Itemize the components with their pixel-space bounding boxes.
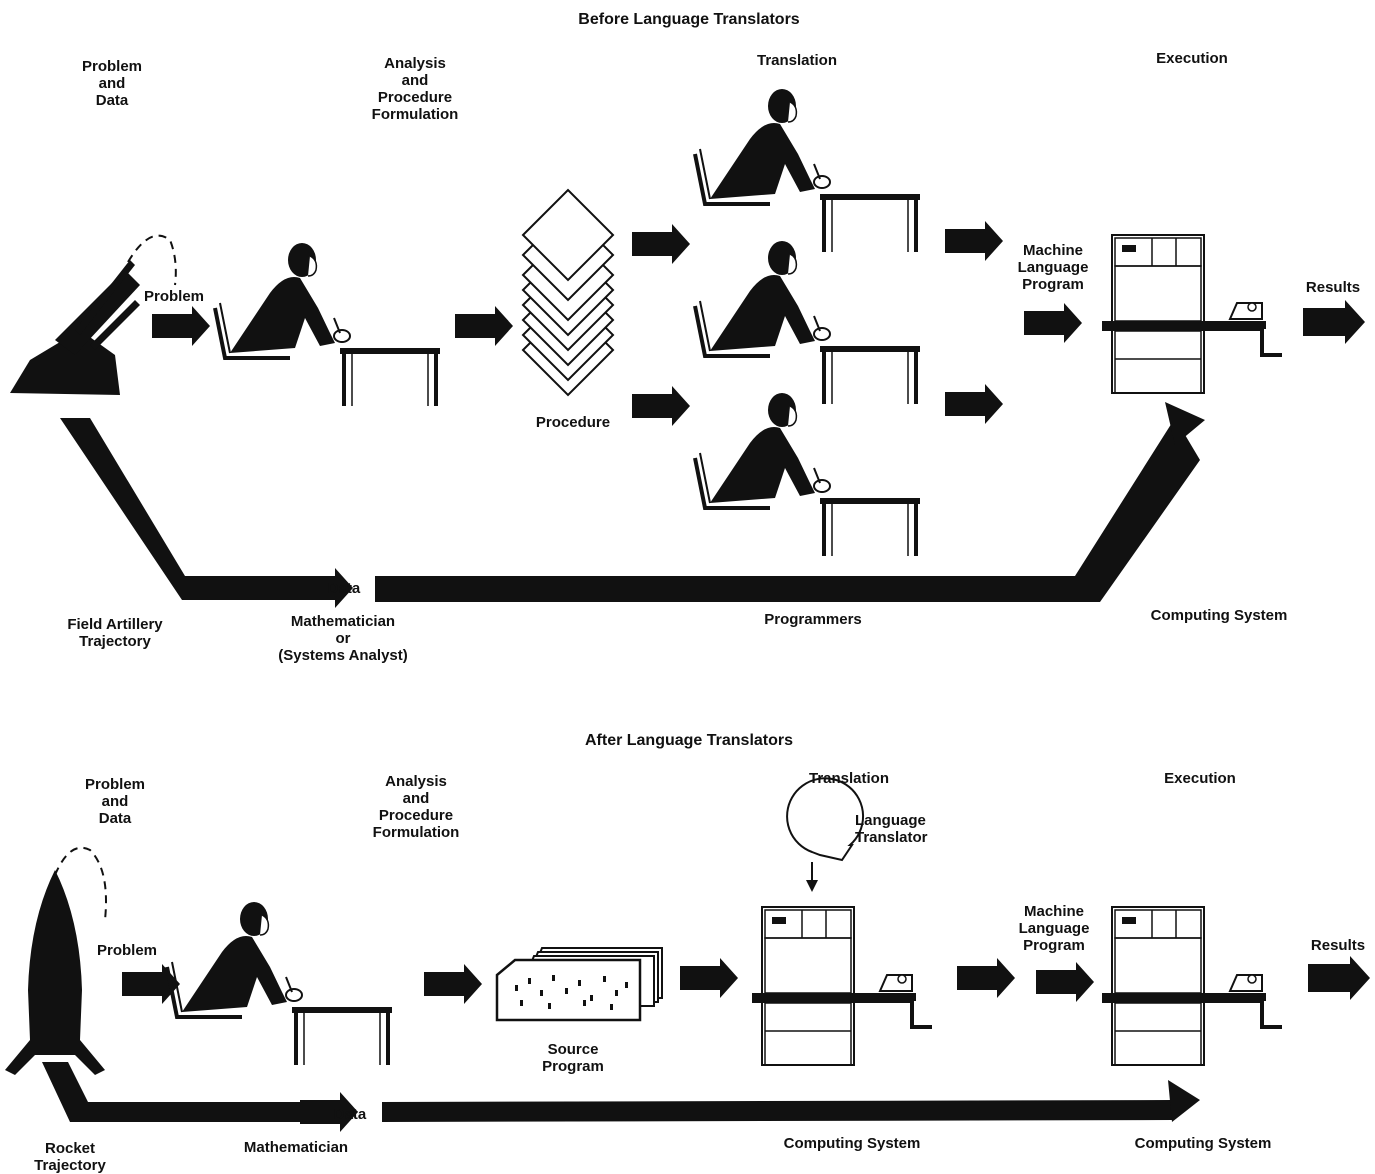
rocket-icon bbox=[5, 846, 107, 1075]
before-label-programmers: Programmers bbox=[764, 611, 862, 628]
computer-execution-icon bbox=[1100, 233, 1284, 395]
after-label-analyst: Mathematician bbox=[243, 1139, 349, 1156]
before-label-analyst: Mathematician or (Systems Analyst) bbox=[278, 613, 408, 664]
after-label-data: Data bbox=[333, 1106, 367, 1123]
before-label-data: Data bbox=[327, 580, 361, 597]
machine-program-arrow-icon bbox=[1036, 962, 1094, 1002]
source-program-icon bbox=[495, 947, 663, 1022]
before-section bbox=[10, 87, 1365, 608]
before-label-procedure: Procedure bbox=[535, 414, 611, 431]
machine-program-arrow-icon bbox=[1024, 303, 1082, 343]
results-arrow-icon bbox=[1308, 956, 1370, 1000]
before-label-system: Computing System bbox=[1150, 607, 1288, 624]
before-label-problem: Problem bbox=[143, 288, 205, 305]
after-stage-translation: Translation bbox=[808, 770, 890, 787]
after-stage-execution: Execution bbox=[1164, 770, 1236, 787]
problem-arrow-icon bbox=[152, 306, 210, 346]
after-label-machine-program: Machine Language Program bbox=[1018, 903, 1090, 954]
data-path bbox=[60, 402, 1205, 608]
program-arrow-bottom-icon bbox=[945, 384, 1003, 424]
computer-execution-icon bbox=[1100, 905, 1284, 1067]
before-stage-execution: Execution bbox=[1156, 50, 1228, 67]
procedure-arrow-top-icon bbox=[632, 224, 690, 264]
mathematician-icon bbox=[213, 241, 442, 408]
translation-arrow-icon bbox=[957, 958, 1015, 998]
after-label-results: Results bbox=[1310, 937, 1366, 954]
after-label-translator: Language Translator bbox=[855, 812, 928, 846]
after-section bbox=[5, 777, 1370, 1132]
after-title: After Language Translators bbox=[584, 732, 794, 749]
program-arrow-top-icon bbox=[945, 221, 1003, 261]
after-label-source: Rocket Trajectory bbox=[34, 1140, 106, 1174]
data-path bbox=[42, 1062, 1200, 1132]
after-label-system-translation: Computing System bbox=[783, 1135, 921, 1152]
before-label-machine-program: Machine Language Program bbox=[1017, 242, 1089, 293]
analysis-arrow-icon bbox=[455, 306, 513, 346]
programmer-bottom-icon bbox=[693, 391, 922, 558]
analysis-arrow-icon bbox=[424, 964, 482, 1004]
after-label-source-program: Source Program bbox=[542, 1041, 604, 1075]
after-stage-problem-data: Problem and Data bbox=[84, 776, 146, 827]
before-stage-translation: Translation bbox=[756, 52, 838, 69]
programmer-top-icon bbox=[693, 87, 922, 254]
computer-translation-icon bbox=[750, 905, 934, 1067]
procedure-deck-icon bbox=[522, 189, 614, 396]
language-translator-icon bbox=[786, 777, 865, 892]
results-arrow-icon bbox=[1303, 300, 1365, 344]
before-title: Before Language Translators bbox=[578, 11, 800, 28]
procedure-arrow-bottom-icon bbox=[632, 386, 690, 426]
programmer-middle-icon bbox=[693, 239, 922, 406]
before-stage-analysis: Analysis and Procedure Formulation bbox=[371, 55, 459, 123]
source-arrow-icon bbox=[680, 958, 738, 998]
after-stage-analysis: Analysis and Procedure Formulation bbox=[372, 773, 460, 841]
after-label-problem: Problem bbox=[96, 942, 158, 959]
mathematician-icon bbox=[165, 900, 394, 1067]
before-label-source: Field Artillery Trajectory bbox=[67, 616, 163, 650]
artillery-icon bbox=[10, 234, 177, 395]
after-label-system-execution: Computing System bbox=[1134, 1135, 1272, 1152]
before-label-results: Results bbox=[1305, 279, 1361, 296]
before-stage-problem-data: Problem and Data bbox=[81, 58, 143, 109]
